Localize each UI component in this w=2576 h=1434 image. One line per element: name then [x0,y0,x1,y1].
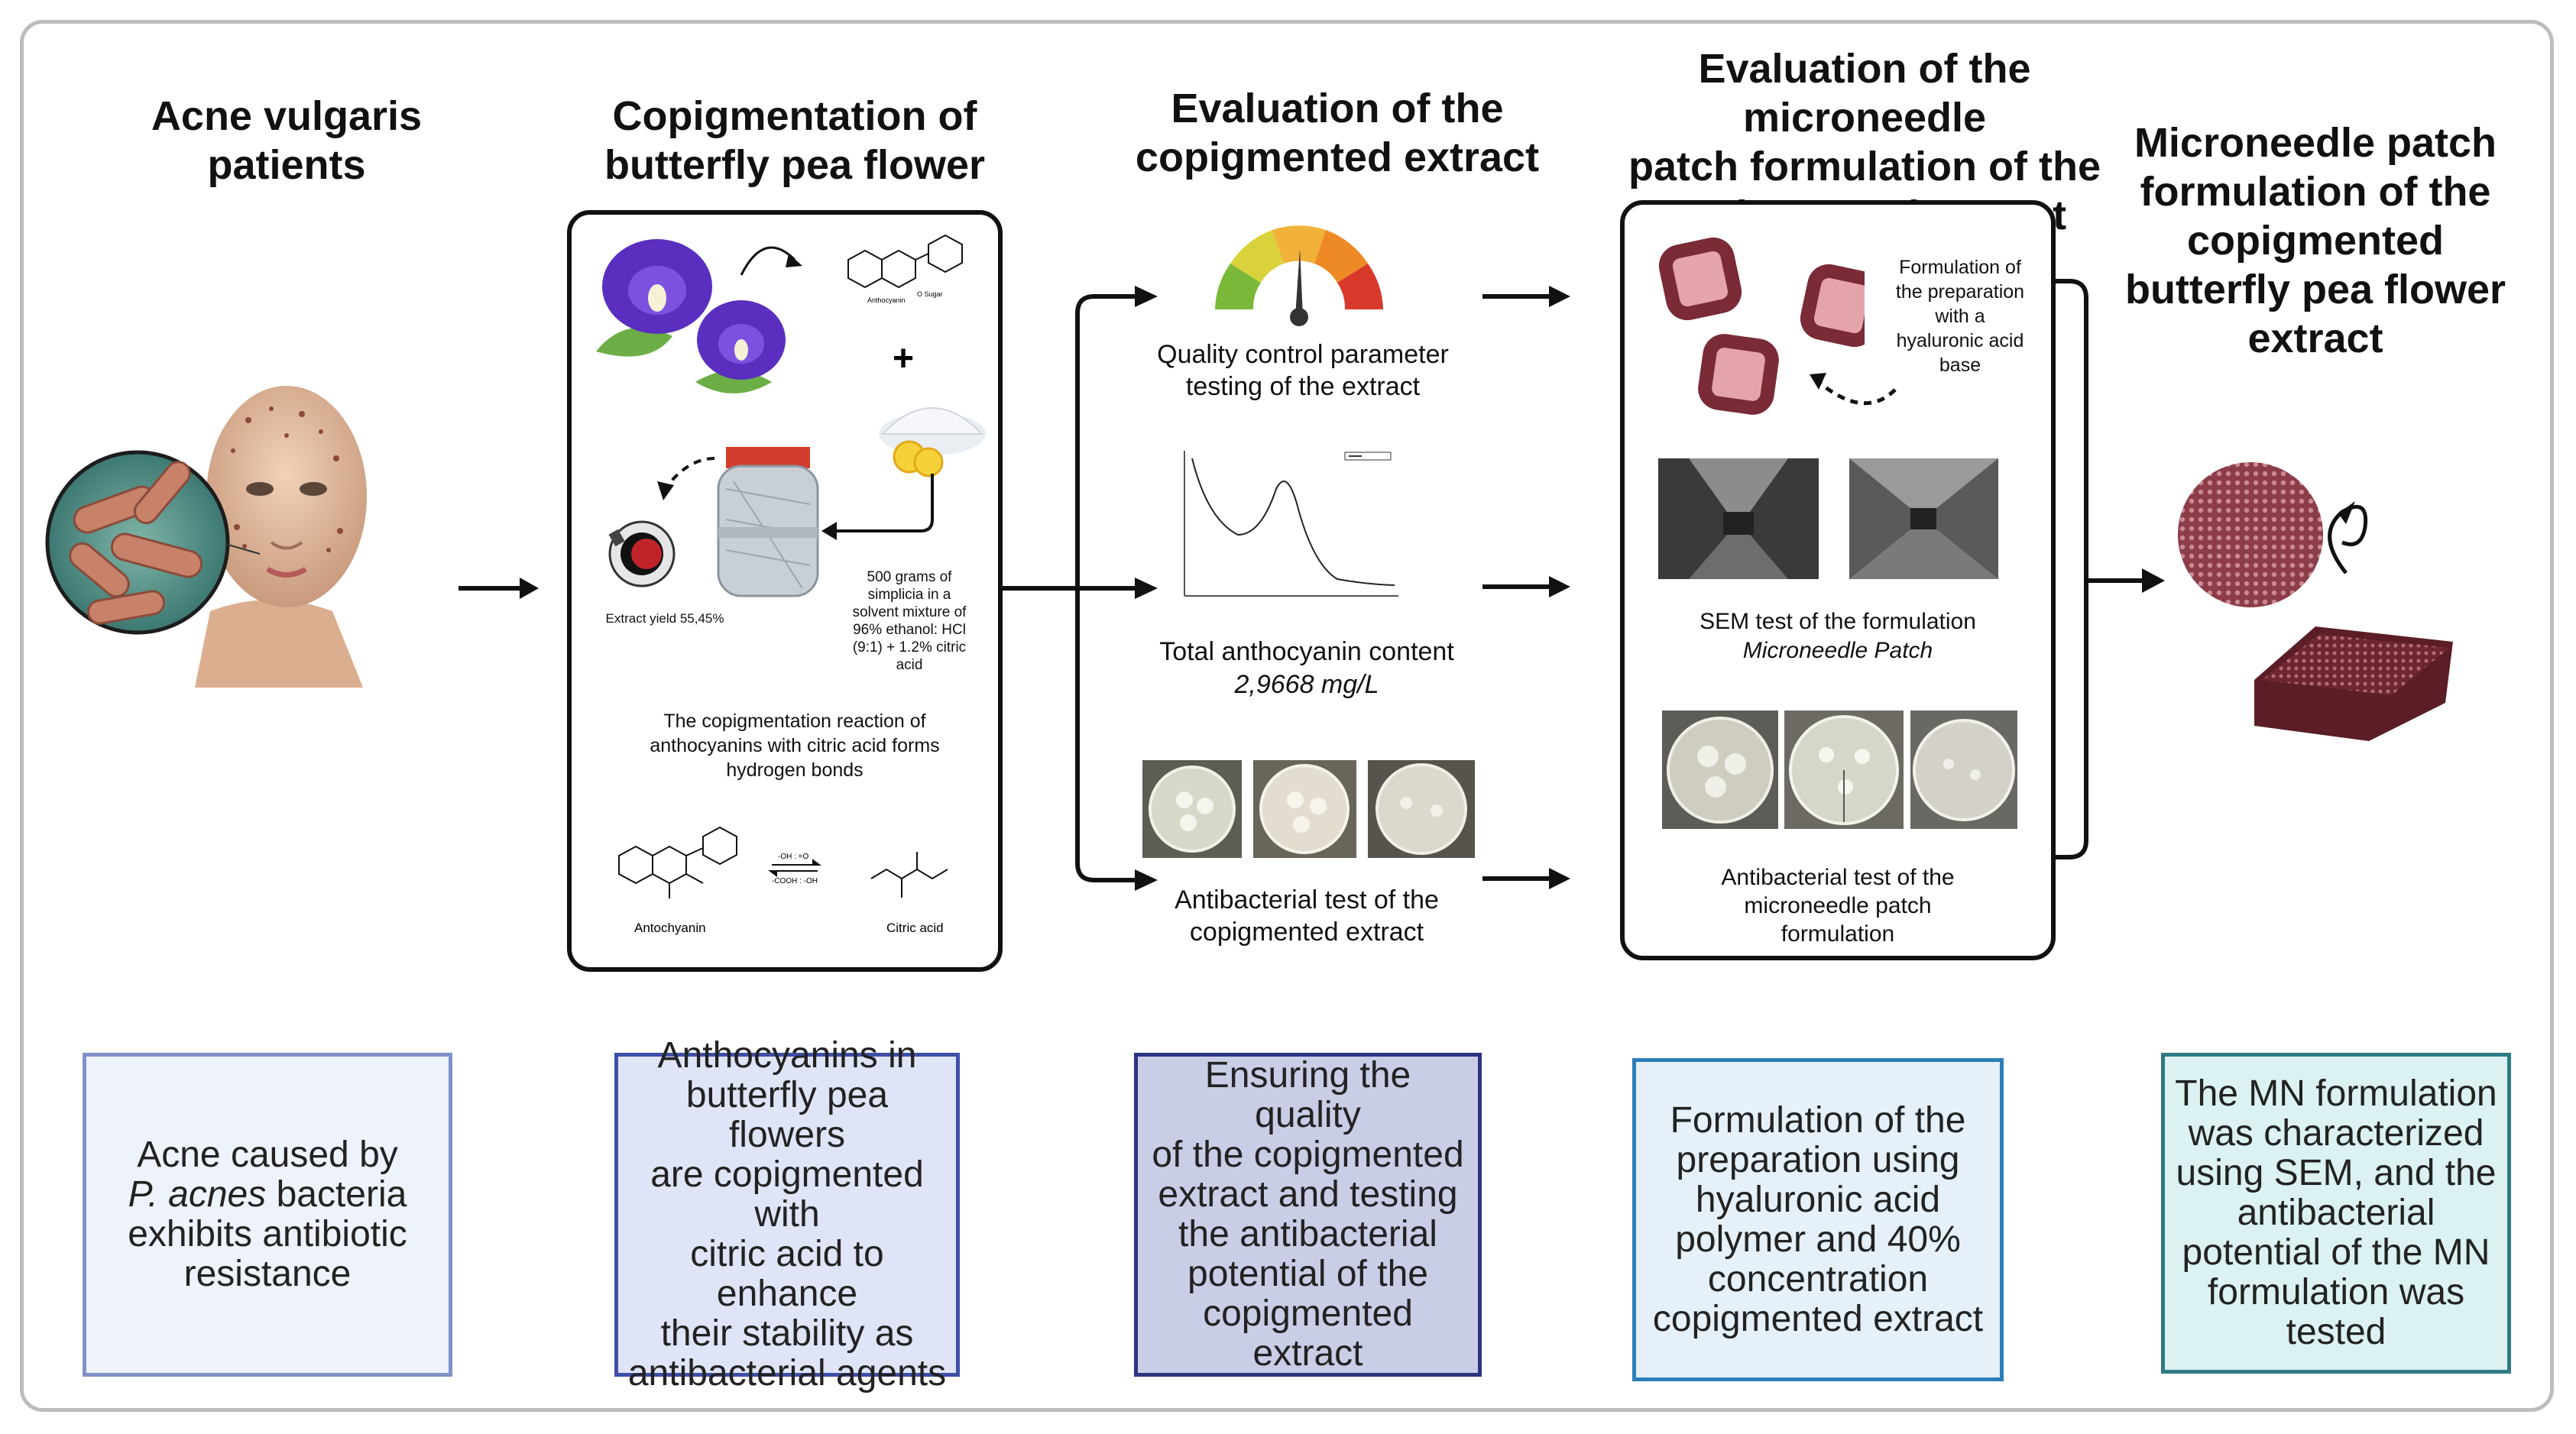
svg-text:Anthocyanin: Anthocyanin [867,296,906,304]
maceration-jar-icon [717,447,819,597]
svg-text:-OH : =O: -OH : =O [778,853,809,861]
mn-antibacterial-petri-dishes [1662,711,2017,829]
summary-mn-characterization: The MN formulation was characterized usi… [2161,1053,2511,1374]
rotary-evaporator-icon [608,520,676,588]
quality-gauge-icon [1215,225,1383,326]
sem-test-text: SEM test of the formulation [1700,609,1976,634]
summary-mn-formulation: Formulation of the preparation using hya… [1632,1058,2004,1381]
plus-sign: + [893,338,914,379]
dashed-arrow-formulation [1810,373,1897,406]
title-copigmentation: Copigmentation of butterfly pea flower [604,93,986,188]
absorbance-spectrum-chart [1184,451,1398,597]
reaction-structures: -OH : =O -COOH : -OH Antochyanin Citric … [618,826,948,935]
title-acne-patients: Acne vulgaris patients [151,93,423,188]
summary-copigmentation: Anthocyanins in butterfly pea flowers ar… [614,1036,960,1394]
antibacterial-petri-dishes [1142,760,1475,858]
mn-antibacterial-text: Antibacterial test of the microneedle pa… [1721,865,1955,947]
antochyanin-label: Antochyanin [634,921,706,935]
microneedle-patch-illustration [2178,462,2453,741]
summary-acne-italic: P. acnes [128,1174,267,1215]
svg-text:-COOH : -OH: -COOH : -OH [772,877,818,885]
citric-acid-powder-icon [879,407,986,477]
copigmentation-illustration: Anthocyanin O Sugar + [596,234,986,597]
anthocyanin-content-text: Total anthocyanin content [1159,637,1454,666]
outer-frame [20,20,2554,1412]
sem-images [1658,458,1998,579]
summary-evaluation: Ensuring the quality of the copigmented … [1134,1053,1482,1377]
antibacterial-extract-text: Antibacterial test of the copigmented ex… [1175,885,1439,947]
hyaluronic-formulation-text: Formulation of the preparation with a hy… [1895,257,2025,376]
microneedle-patch-icons [1658,237,1865,415]
simplicia-text: 500 grams of simplicia in a solvent mixt… [852,569,967,673]
anthocyanin-content-value: 2,9668 mg/L [1234,670,1379,699]
extract-yield-text: Extract yield 55,45% [605,611,724,626]
branch-arrows-to-evaluation [1001,286,1158,891]
summary-acne-rest: bacteria exhibits antibiotic resistance [128,1174,407,1294]
arrow-to-mn-patch [2054,279,2165,859]
anthocyanin-structure [847,234,963,289]
sem-test-italic: Microneedle Patch [1742,638,1933,663]
quality-control-text: Quality control parameter testing of the… [1157,340,1449,401]
arrow-to-copigmentation [458,578,539,599]
title-evaluation-extract: Evaluation of the copigmented extract [1135,86,1540,180]
arrows-to-mn-evaluation [1482,286,1570,889]
mn-evaluation-panel [1620,200,2056,960]
copigmentation-reaction-text: The copigmentation reaction of anthocyan… [650,711,940,781]
summary-acne: Acne caused by P. acnes bacteria exhibit… [83,1053,452,1377]
summary-acne-line1: Acne caused by [137,1135,398,1175]
butterfly-pea-flower-icon [596,239,786,393]
svg-text:O Sugar: O Sugar [917,290,943,298]
citric-acid-label: Citric acid [886,921,944,935]
title-mn-patch-formulation: Microneedle patch formulation of the cop… [2124,120,2506,361]
acne-patient-illustration [45,386,367,688]
